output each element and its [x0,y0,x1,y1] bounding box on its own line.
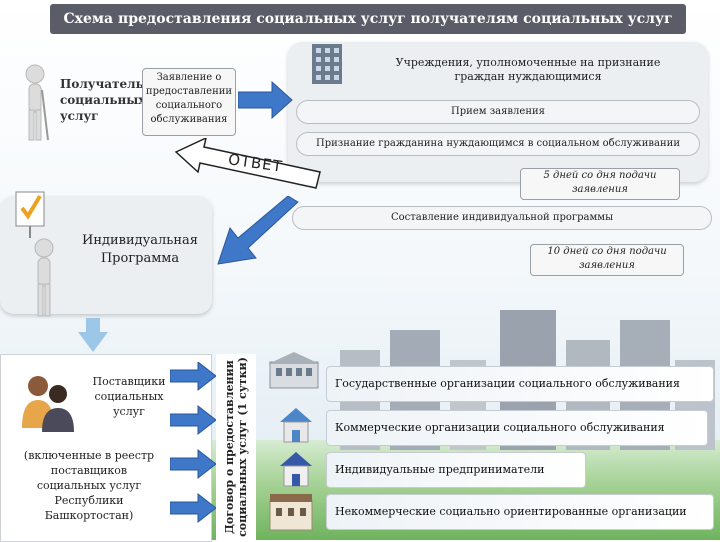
step-recognition: Признание гражданина нуждающимся в социа… [296,132,700,156]
two-people-icon [22,376,74,432]
org-commercial: Коммерческие организации социального обс… [326,410,708,446]
recipient-label: Получатель социальных услуг [60,77,146,123]
deadline-5-days: 5 дней со дня подачи заявления [520,168,680,200]
application-scroll: Заявление о предоставлении социального о… [142,68,236,136]
building-icon [269,494,313,531]
arrow-down-icon [78,318,108,352]
step-program: Составление индивидуальной программы [292,206,712,230]
arrow-right-icon [170,448,217,480]
arrow-right-icon [238,80,293,120]
arrow-down-left-icon [217,196,299,265]
arrow-right-icon [170,492,217,524]
providers-label: Поставщики социальных услуг [92,375,166,418]
arrow-right-icon [170,362,217,392]
building-icon [312,44,342,84]
org-state: Государственные организации социального … [326,366,714,402]
house-icon [280,408,312,443]
step-receive-application: Прием заявления [296,100,700,124]
contract-label: Договор о предоставлении социальных услу… [223,357,249,537]
house-icon [280,452,312,487]
deadline-10-days: 10 дней со дня подачи заявления [530,244,684,276]
contract-panel: Договор о предоставлении социальных услу… [216,354,256,540]
checklist-person-icon [15,191,54,317]
org-nonprofit: Некоммерческие социально ориентированные… [326,494,714,530]
org-entrepreneurs: Индивидуальные предприниматели [326,452,586,488]
institutions-text: Учреждения, уполномоченные на признание … [395,56,661,83]
person-figure-icon [25,64,49,141]
answer-arrow-icon [174,138,321,189]
page-title: Схема предоставления социальных услуг по… [50,4,686,34]
building-icon [268,352,320,389]
provider-arrows [170,362,217,524]
registry-note: (включенные в реестр поставщиков социаль… [23,449,155,522]
arrow-right-icon [170,404,217,436]
individual-program-label: Индивидуальная Программа [81,233,198,266]
